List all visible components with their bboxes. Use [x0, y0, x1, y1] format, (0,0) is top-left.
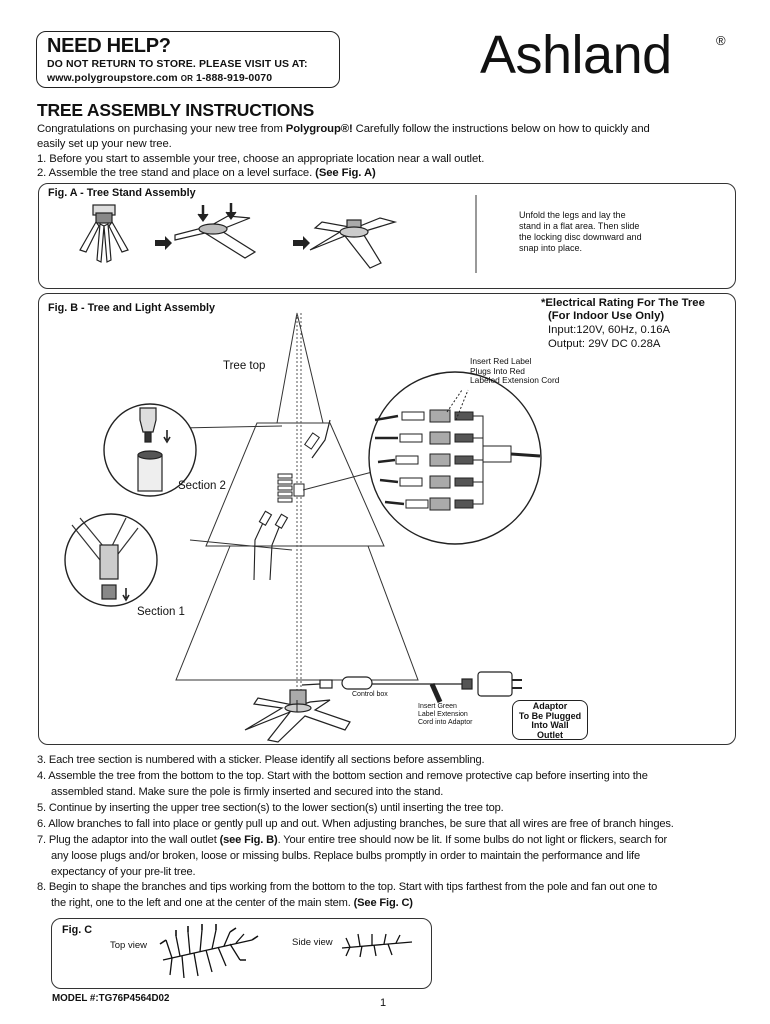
intro-paragraph-line2: easily set up your new tree. [37, 138, 172, 150]
step-5: 5. Continue by inserting the upper tree … [37, 802, 504, 814]
help-or: OR [180, 74, 193, 83]
step-7-text: 7. Plug the adaptor into the wall outlet [37, 834, 220, 846]
step-4-line: 4. Assemble the tree from the bottom to … [37, 770, 648, 782]
tree-stand-icon [244, 689, 351, 743]
brand-registered-mark: ® [716, 33, 726, 48]
adaptor-line: Adaptor [532, 701, 568, 711]
branch-top-view-icon [159, 924, 259, 979]
plug-icon [304, 432, 320, 450]
control-box-label: Control box [352, 691, 388, 698]
step-3: 3. Each tree section is numbered with a … [37, 754, 485, 766]
figure-c-title: Fig. C [62, 924, 92, 936]
section-1-label: Section 1 [137, 606, 185, 618]
callout-line [179, 425, 283, 429]
help-title: NEED HELP? [47, 35, 171, 57]
electrical-rating-subtitle: (For Indoor Use Only) [548, 310, 665, 322]
side-view-label: Side view [292, 937, 333, 948]
adaptor-icon [477, 671, 513, 697]
step2-text: 2. Assemble the tree stand and place on … [37, 167, 316, 179]
intro-paragraph: Congratulations on purchasing your new t… [37, 122, 650, 136]
red-label-line: Labeled Extension Cord [470, 375, 560, 385]
intro-brand: Polygroup®! [285, 123, 353, 135]
step-7-line: expectancy of your pre-lit tree. [51, 865, 196, 878]
adaptor-line: Outlet [537, 729, 563, 740]
help-return-notice: DO NOT RETURN TO STORE. PLEASE VISIT US … [47, 58, 308, 70]
step-8-line: 8. Begin to shape the branches and tips … [37, 881, 658, 893]
electrical-rating-title: *Electrical Rating For The Tree [541, 297, 705, 309]
help-box: NEED HELP? DO NOT RETURN TO STORE. PLEAS… [36, 31, 340, 88]
section-2-label: Section 2 [178, 480, 226, 492]
electrical-output: Output: 29V DC 0.28A [548, 338, 661, 350]
callout-line [302, 469, 381, 491]
intro-step-2: 2. Assemble the tree stand and place on … [37, 166, 376, 180]
green-label-line: Cord into Adaptor [418, 719, 473, 726]
step-8-text: the right, one to the left and one at th… [51, 896, 354, 909]
tree-top-wire [311, 419, 331, 459]
pole-connector-icon [137, 407, 171, 492]
help-phone[interactable]: 1-888-919-0070 [196, 72, 273, 84]
unfolded-stand-icon [174, 203, 257, 259]
step-7-line: any loose plugs and/or broken, loose or … [51, 849, 640, 862]
figure-a-instructions: Unfold the legs and lay the stand in a f… [519, 210, 719, 254]
model-number: MODEL #:TG76P4564D02 [52, 993, 170, 1004]
help-contact: www.polygroupstore.com OR 1-888-919-0070 [47, 71, 339, 86]
step-7: 7. Plug the adaptor into the wall outlet… [37, 833, 742, 880]
figure-a-box [38, 183, 736, 289]
control-box-icon [341, 676, 373, 690]
adaptor-line: To Be Plugged [518, 710, 582, 721]
step-4-line: assembled stand. Make sure the pole is f… [51, 785, 444, 798]
callout-line [189, 539, 293, 551]
green-label-line: Label Extension [418, 711, 468, 718]
figure-b-title: Fig. B - Tree and Light Assembly [48, 302, 215, 314]
page-title: TREE ASSEMBLY INSTRUCTIONS [37, 100, 315, 120]
green-label-instruction: Insert Green Label Extension Cord into A… [418, 703, 472, 727]
figure-c-box [51, 918, 432, 989]
green-label-line: Insert Green [418, 703, 457, 710]
tree-top-label: Tree top [223, 360, 266, 372]
page-number: 1 [380, 997, 387, 1009]
figa-text-line: snap into place. [519, 243, 583, 253]
step-6: 6. Allow branches to fall into place or … [37, 818, 674, 830]
section-wires-icon [253, 510, 289, 581]
red-label-line: Plugs Into Red [470, 365, 525, 376]
locked-stand-icon [309, 217, 398, 269]
step2-figref: (See Fig. A) [315, 167, 376, 179]
intro-step-1: 1. Before you start to assemble your tre… [37, 153, 485, 165]
intro-text: Congratulations on purchasing your new t… [37, 123, 286, 135]
step-7-text-cont: . Your entire tree should now be lit. If… [277, 834, 668, 846]
red-label-instruction: Insert Red Label Plugs Into Red Labeled … [470, 356, 560, 386]
figure-b-box [38, 293, 736, 745]
figa-text-line: the locking disc downward and [519, 232, 642, 242]
folded-stand-icon [79, 204, 129, 263]
help-website-link[interactable]: www.polygroupstore.com [47, 72, 178, 84]
pole-joint-detail [103, 403, 197, 497]
figa-text-line: stand in a flat area. Then slide [519, 221, 640, 231]
step-8-figref: (See Fig. C) [353, 896, 413, 909]
adaptor-callout: Adaptor To Be Plugged Into Wall Outlet [512, 700, 588, 740]
hinge-connector-icon [71, 517, 139, 602]
step-8: 8. Begin to shape the branches and tips … [37, 880, 742, 912]
intro-text-cont: Carefully follow the instructions below … [352, 123, 650, 135]
section-plugs-icon [277, 473, 305, 503]
branch-side-view-icon [341, 933, 413, 958]
step-7-figref: (see Fig. B) [219, 834, 278, 846]
control-box-wiring [301, 671, 522, 704]
arrow-right-icon [293, 236, 310, 250]
arrow-right-icon [155, 236, 172, 250]
red-label-line: Insert Red Label [470, 356, 532, 366]
adaptor-line: Into Wall [531, 720, 569, 730]
plug-pairs-icon [374, 389, 541, 511]
top-view-label: Top view [110, 940, 147, 951]
step-4: 4. Assemble the tree from the bottom to … [37, 769, 742, 801]
figa-text-line: Unfold the legs and lay the [519, 210, 626, 220]
brand-logo: Ashland [480, 25, 672, 85]
figure-a-title: Fig. A - Tree Stand Assembly [48, 187, 196, 199]
electrical-input: Input:120V, 60Hz, 0.16A [548, 324, 671, 336]
